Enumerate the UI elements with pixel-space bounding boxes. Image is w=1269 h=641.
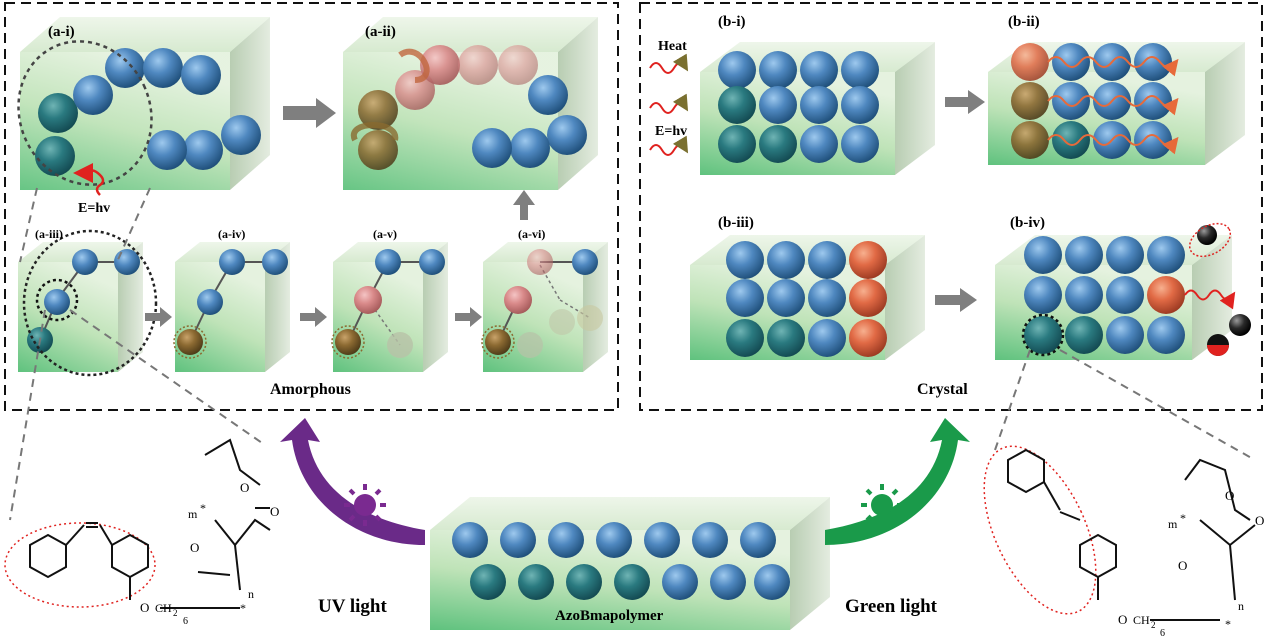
- chem-ch2-right: CH: [1133, 613, 1150, 627]
- chem-star-left-2: *: [240, 601, 246, 615]
- chem-n-right: n: [1238, 599, 1244, 613]
- gray-arrow-icon: [145, 90, 985, 327]
- box-b-iii: [690, 235, 925, 360]
- spheres-b-i: [718, 51, 879, 163]
- chem-sub2-left: 2: [173, 608, 178, 618]
- polymer-label: AzoBmapolymer: [555, 608, 664, 624]
- chem-o-left-3: O: [190, 540, 199, 555]
- panel-label-b-i: (b-i): [718, 14, 746, 30]
- spheres-a-ii: [350, 45, 587, 170]
- spheres-b-iii: [726, 241, 887, 357]
- panel-label-b-iv: (b-iv): [1010, 215, 1045, 231]
- spheres-a-i: [35, 48, 261, 176]
- chem-sub6-left: 6: [183, 616, 188, 627]
- panel-label-a-i: (a-i): [48, 24, 75, 40]
- spheres-a-vi: [481, 249, 603, 359]
- wave-arrow-icon: [649, 53, 689, 156]
- energy-label-a: E=hv: [78, 201, 110, 216]
- green-light-label: Green light: [845, 596, 938, 617]
- panel-label-a-iii: (a-iii): [35, 227, 63, 241]
- selection-ellipse: [17, 40, 153, 186]
- chem-m-left: m: [188, 507, 198, 521]
- chem-n-left: n: [248, 587, 254, 601]
- crystal-label: Crystal: [917, 381, 968, 398]
- amorphous-label: Amorphous: [270, 381, 351, 398]
- spheres-azob: [452, 522, 790, 600]
- chem-star-right-2: *: [1225, 617, 1231, 631]
- panel-label-a-ii: (a-ii): [365, 24, 396, 40]
- energy-label-b: E=hv: [655, 124, 687, 139]
- sun-icon: [861, 484, 903, 526]
- wave-arrow-icon: [73, 162, 105, 196]
- chemical-structure-left: [4, 438, 271, 609]
- panel-label-a-iv: (a-iv): [218, 227, 245, 241]
- curved-arrow-icon: [280, 418, 425, 545]
- chem-star-left: *: [200, 501, 206, 515]
- spheres-b-ii: [1011, 43, 1179, 159]
- chem-o-right-3: O: [1178, 558, 1187, 573]
- chem-o-right-4: O: [1118, 612, 1127, 627]
- chem-o-left-2: O: [270, 504, 279, 519]
- chem-o-right-2: O: [1255, 513, 1264, 528]
- spheres-a-v: [331, 249, 445, 359]
- chem-sub6-right: 6: [1160, 628, 1165, 639]
- chemical-structure-right: [983, 445, 1256, 621]
- chem-m-right: m: [1168, 517, 1178, 531]
- chem-o-left-1: O: [240, 480, 249, 495]
- panel-label-a-v: (a-v): [373, 227, 397, 241]
- panel-label-b-iii: (b-iii): [718, 215, 754, 231]
- amorphous-frame: [4, 2, 619, 411]
- chem-ch2-left: CH: [155, 601, 172, 615]
- spheres-a-iv: [173, 249, 288, 359]
- heat-label: Heat: [658, 39, 687, 54]
- chem-sub2-right: 2: [1151, 620, 1156, 630]
- panel-label-b-ii: (b-ii): [1008, 14, 1040, 30]
- spheres-b-iv: [1021, 222, 1251, 357]
- uv-light-label: UV light: [318, 596, 387, 617]
- panel-label-a-vi: (a-vi): [518, 227, 545, 241]
- curved-arrow-icon: [825, 418, 970, 545]
- chem-star-right: *: [1180, 511, 1186, 525]
- chem-o-left-4: O: [140, 600, 149, 615]
- chem-o-right-1: O: [1225, 488, 1234, 503]
- sun-icon: [344, 484, 386, 526]
- connector-lines: [9, 187, 1256, 521]
- crystal-frame: [639, 2, 1263, 411]
